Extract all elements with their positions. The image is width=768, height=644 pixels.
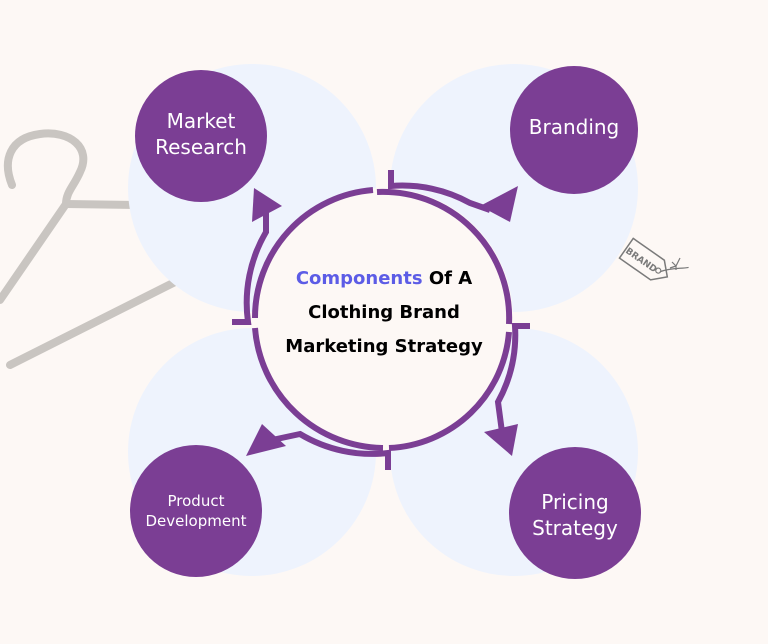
price-tag-icon: BRAND (618, 237, 689, 281)
node-product-development: Product Development (130, 445, 262, 577)
arrowhead-product (246, 424, 286, 456)
node-pricing-strategy: Pricing Strategy (509, 447, 641, 579)
ring-segment-top-left (251, 187, 374, 319)
hanger-icon (0, 129, 179, 369)
node-label-product-development-line2: Development (146, 512, 247, 530)
arrowhead-market (252, 188, 282, 222)
center-disc (253, 188, 513, 448)
node-label-pricing-strategy-line1: Pricing (541, 490, 608, 514)
ring-segment-bottom-left (252, 327, 384, 451)
node-label-branding: Branding (529, 115, 620, 139)
node-label-pricing-strategy-line2: Strategy (532, 516, 618, 540)
center-title-line3: Marketing Strategy (285, 336, 483, 357)
ring-segment-bottom-left-outer (271, 430, 391, 470)
ring-segment-bottom-right-outer (494, 323, 530, 433)
node-label-market-research-line2: Research (155, 135, 247, 159)
node-branding: Branding (510, 66, 638, 194)
center-title-line1: Components Of A (258, 262, 510, 296)
center-title-accent: Components (295, 268, 423, 289)
center-title: Components Of A Clothing Brand Marketing… (258, 262, 510, 364)
ring-segment-bottom-right (388, 331, 512, 451)
cycle-arrowheads (246, 186, 518, 456)
node-market-research: Market Research (135, 70, 267, 202)
arrowhead-branding (480, 186, 518, 222)
node-label-product-development-line1: Product (168, 492, 225, 510)
ring-segment-top-right (376, 188, 513, 325)
sparkle-icon (669, 257, 681, 270)
node-label-market-research-line1: Market (167, 109, 236, 133)
center-title-line1-rest: Of A (428, 268, 473, 289)
arrowhead-pricing (484, 424, 518, 456)
cycle-ring (232, 170, 530, 470)
center-title-line2: Clothing Brand (308, 302, 460, 323)
ring-segment-top-left-outer (232, 210, 269, 325)
ring-segment-top-right-outer (388, 170, 491, 213)
